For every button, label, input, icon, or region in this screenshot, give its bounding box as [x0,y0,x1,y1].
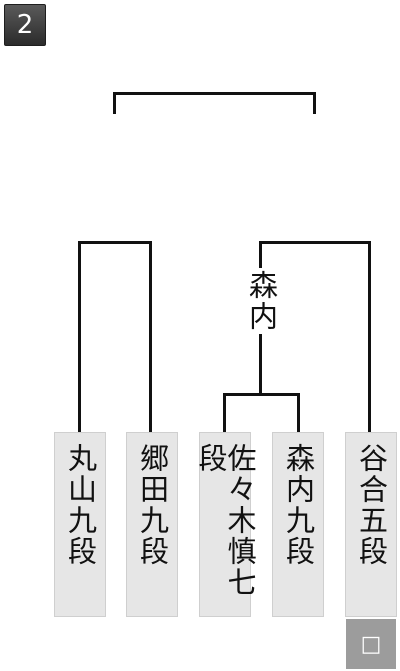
player-name: 森内九段 [281,443,316,567]
match-inner-leg-b [297,393,300,432]
winner-name: 森内 [244,270,279,332]
match-inner-leg-a [223,393,226,432]
seed-marker-icon: □ [360,631,382,657]
match-right-leg-b [368,241,371,432]
match-left-top-line [78,241,152,244]
seed-marker: □ [346,619,396,669]
winner-label: 森内 [240,268,282,334]
player-name: 郷田九段 [135,443,170,567]
final-bracket-left-leg [113,92,116,114]
player-card-gouda[interactable]: 郷田九段 [126,432,178,617]
player-card-taniai[interactable]: 谷合五段 [345,432,397,617]
final-bracket-right-leg [313,92,316,114]
round-number-badge: 2 [4,4,46,46]
match-right-leg-a [259,241,262,269]
player-name: 谷合五段 [354,443,389,567]
match-left-leg-a [78,241,81,432]
player-card-sasaki[interactable]: 佐々木慎七段 [194,432,257,617]
match-right-top-line [259,241,371,244]
match-left-leg-b [149,241,152,432]
player-name: 佐々木慎七段 [194,443,257,598]
match-inner-top-line [223,393,300,396]
player-card-maruyama[interactable]: 丸山九段 [54,432,106,617]
match-right-leg-a-lower [259,324,262,395]
player-card-moriuchi[interactable]: 森内九段 [272,432,324,617]
final-bracket-line [113,92,316,95]
player-name: 丸山九段 [63,443,98,567]
